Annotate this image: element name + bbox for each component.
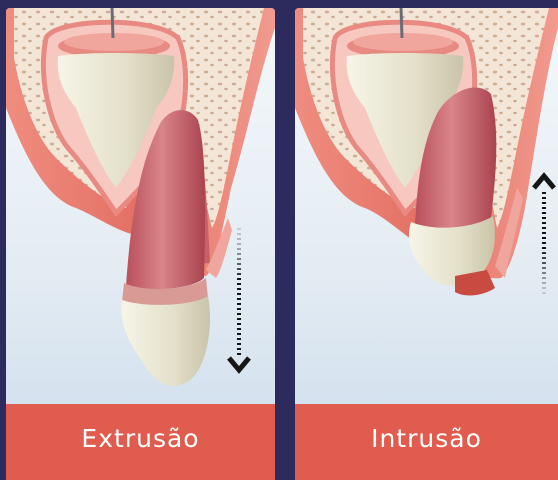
intrusion-caption: Intrusão: [371, 424, 482, 453]
extrusion-caption: Extrusão: [81, 424, 199, 453]
dotted-arrow-up-icon: [531, 168, 557, 318]
intrusion-illustration: [295, 8, 558, 408]
extrusion-panel: Extrusão: [6, 8, 275, 480]
caption-bar: Intrusão: [295, 404, 558, 480]
intrusion-panel: Intrusão: [295, 8, 558, 480]
caption-bar: Extrusão: [6, 404, 275, 480]
dotted-arrow-down-icon: [226, 228, 252, 378]
